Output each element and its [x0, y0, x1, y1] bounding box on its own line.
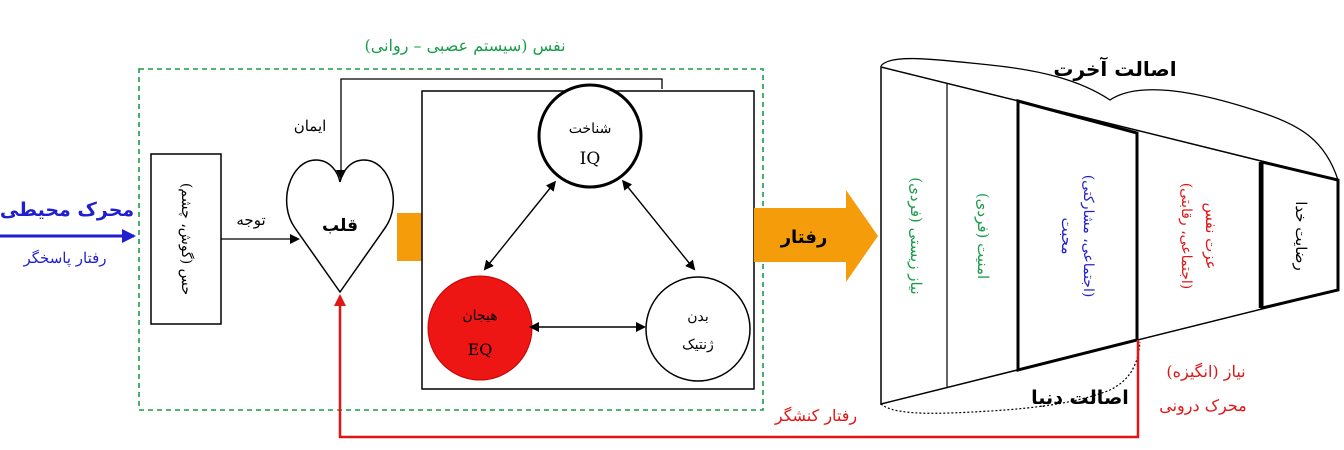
funnel-section-title: رضایت خدا — [1292, 201, 1310, 271]
afterlife-brace — [880, 57, 1339, 181]
heart-label: قلب — [322, 216, 358, 236]
behavior-arrow — [754, 190, 878, 282]
responsive-behavior-label: رفتار پاسخگر — [22, 249, 106, 267]
cognition-label: شناخت — [569, 121, 612, 137]
heart-shape — [286, 159, 394, 294]
cognition-circle — [537, 83, 643, 189]
inner-motor-label: محرک درونی — [1159, 396, 1247, 415]
orange-connector — [397, 213, 423, 261]
cognition-body-arrow — [621, 179, 696, 271]
emotion-label: هیجان — [462, 308, 497, 324]
active-behavior-arrow — [334, 294, 1140, 439]
environmental-motor-label: محرک محیطی — [0, 199, 134, 221]
active-behavior-label: رفتار کنشگر — [774, 406, 857, 425]
body-label: بدن — [687, 309, 709, 325]
iq-label: IQ — [580, 149, 601, 169]
funnel-god-box — [1260, 160, 1340, 310]
cognition-emotion-arrow — [483, 180, 557, 271]
iman-arrow — [336, 78, 663, 180]
funnel-section-subtitle: (اجتماعی، مشارکتی) — [1080, 175, 1096, 298]
funnel-section-title: عزت نفس — [1202, 202, 1220, 269]
emotion-circle — [427, 275, 533, 381]
afterlife-label: اصالت آخرت — [1053, 56, 1176, 81]
behavior-label: رفتار — [780, 227, 828, 248]
funnel-section-subtitle: (اجتماعی، رقابتی) — [1178, 183, 1194, 290]
body-circle — [645, 276, 751, 382]
nafs-label: نفس (سیستم عصبی – روانی) — [364, 36, 565, 55]
eq-label: EQ — [468, 340, 493, 359]
sense-box — [150, 153, 222, 325]
funnel-section-title: امنیت (فردی) — [974, 193, 992, 279]
world-label: اصالت دنیا — [1031, 387, 1129, 409]
iman-label: ایمان — [294, 117, 327, 135]
genetic-label: ژنتیک — [682, 337, 714, 353]
funnel-section-title: نیاز زیستی (فردی) — [907, 177, 925, 294]
attention-label: توجه — [236, 211, 265, 229]
need-label: نیاز (انگیزه) — [1166, 362, 1245, 381]
funnel-outline — [880, 66, 1339, 405]
funnel-section-title: محبت — [1058, 218, 1076, 255]
sense-label: حس (گوش، چشم) — [178, 183, 195, 295]
